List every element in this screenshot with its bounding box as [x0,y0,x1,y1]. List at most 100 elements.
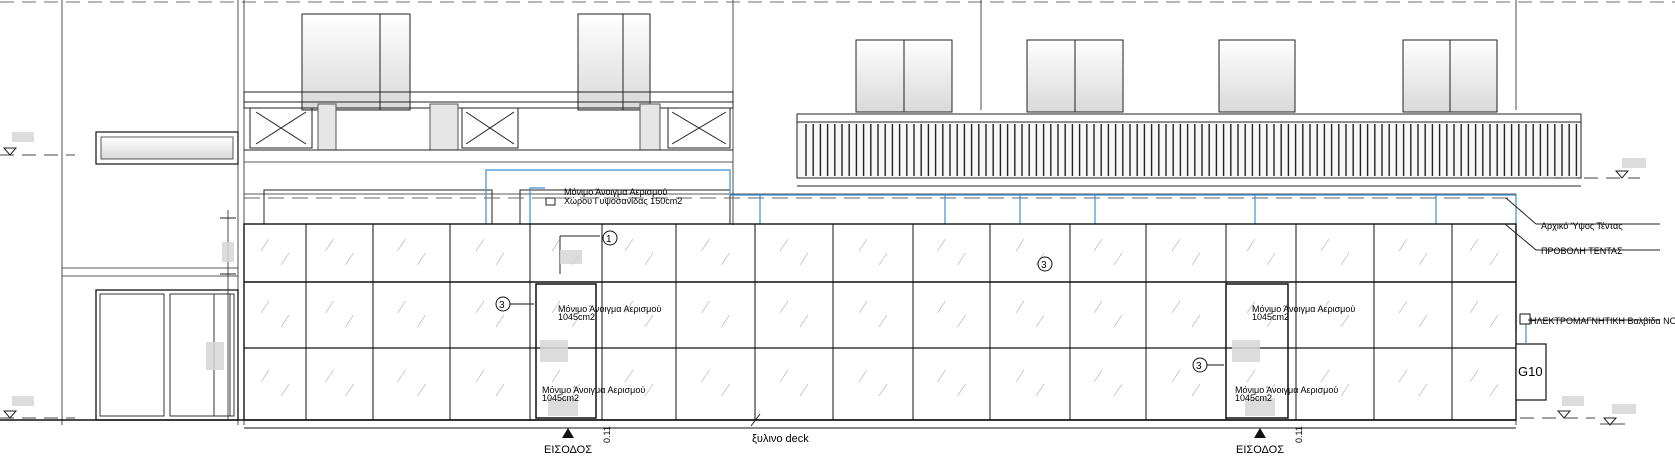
glass-hatch [624,369,634,383]
glass-hatch [325,300,334,314]
glass-hatch [858,300,868,314]
svg-text:ΕΙΣΟΔΟΣ: ΕΙΣΟΔΟΣ [1236,444,1284,456]
marker-1: 1 [602,230,618,246]
glass-hatch [417,252,426,266]
svg-text:3: 3 [1196,361,1202,372]
glass-hatch [799,314,809,328]
glass-hatch [1469,300,1479,314]
glass-hatch [571,314,581,328]
glass-hatch [1191,383,1201,397]
glass-hatch [1171,238,1181,252]
glass-hatch [1113,314,1123,328]
svg-text:ΕΙΣΟΔΟΣ: ΕΙΣΟΔΟΣ [544,444,592,456]
dim-right-011: 0.11 [1294,426,1304,443]
left-balcony-railing [243,91,734,151]
glass-hatch [644,314,654,328]
glass-hatch [779,238,789,252]
glass-hatch [397,238,406,252]
glass-hatch [1340,314,1350,328]
glass-hatch [721,383,730,397]
level-markers [0,132,1646,426]
vent-area-right: 1045cm2 [1252,312,1289,322]
glass-hatch [1246,238,1256,252]
vent-area-left: 1045cm2 [558,312,595,322]
glass-hatch [397,300,406,314]
glass-hatch [280,383,290,397]
glass-hatch [957,383,966,397]
awning-height-label: Αρχικό Ύψος Τέντας [1541,221,1623,231]
svg-text:3: 3 [499,300,505,311]
glass-hatch [799,252,809,266]
glass-hatch [260,300,270,314]
glass-hatch [644,252,654,266]
glass-hatch [1093,369,1103,383]
glass-hatch [495,314,505,328]
left-dimensions [206,210,600,420]
glass-hatch [1015,238,1025,252]
vent-label-right: Μόνιμο Άνοιγμα Αερισμού [1252,304,1355,314]
glass-hatch [1015,300,1025,314]
glass-hatch [1489,314,1499,328]
glass-hatch [721,252,730,266]
marker-3-left: 3 [495,296,534,312]
glass-hatch [280,314,290,328]
glass-hatch [1489,252,1499,266]
marker-3-top: 3 [1037,256,1053,272]
glass-hatch [1171,300,1181,314]
vent-icon [545,197,556,206]
marker-3-right: 3 [1192,357,1224,373]
leader-lines [750,197,1660,427]
glass-hatch [1398,300,1408,314]
glass-facade [243,223,1517,421]
upper-balcony-doors-right [855,39,1498,113]
vent-area-door-right: 1045cm2 [1235,393,1272,403]
vent-space-area: Χώρου Γυψοσανίδας 150cm2 [564,196,682,206]
glass-hatch [1035,383,1045,397]
glass-hatch [1015,369,1025,383]
glass-hatch [624,238,634,252]
glass-hatch [260,238,270,252]
glass-hatch [1035,314,1045,328]
svg-text:1: 1 [606,234,612,245]
glass-hatch [280,252,290,266]
meter-label: G10 [1518,364,1543,379]
glass-hatch [1320,238,1330,252]
glass-hatch [799,383,809,397]
vent-space-label: Μόνιμο Άνοιγμα Αερισμού [564,187,667,197]
ventilation-lines [485,169,1517,330]
glass-hatch [878,314,888,328]
glass-hatch [475,300,485,314]
glass-hatch [345,252,354,266]
right-balcony-railing [796,113,1582,187]
glass-hatch [260,369,270,383]
glass-hatch [1093,238,1103,252]
glass-hatch [1113,383,1123,397]
glass-hatch [495,252,505,266]
glass-hatch [937,300,946,314]
glass-hatch [878,383,888,397]
glass-hatch [325,238,334,252]
glass-hatch [1320,300,1330,314]
glass-hatch [345,314,354,328]
glass-hatch [878,252,888,266]
glass-hatch [1266,383,1276,397]
glass-hatch [1469,369,1479,383]
glass-hatch [858,238,868,252]
glass-hatch [701,300,710,314]
glass-hatch [1489,383,1499,397]
glass-hatch [1418,314,1428,328]
glass-hatch [475,238,485,252]
glass-hatch [1266,314,1276,328]
glass-hatch [1340,383,1350,397]
entrance-doors [535,283,1289,419]
glass-hatch [475,369,485,383]
glass-hatch [1246,300,1256,314]
vent-label-door-right: Μόνιμο Άνοιγμα Αερισμού [1235,385,1338,395]
glass-hatch [701,369,710,383]
glass-hatch [779,300,789,314]
gas-meter-box [1515,313,1547,401]
glass-hatch [1398,369,1408,383]
glass-hatch [937,369,946,383]
glass-hatch [571,383,581,397]
glass-hatch [551,238,561,252]
